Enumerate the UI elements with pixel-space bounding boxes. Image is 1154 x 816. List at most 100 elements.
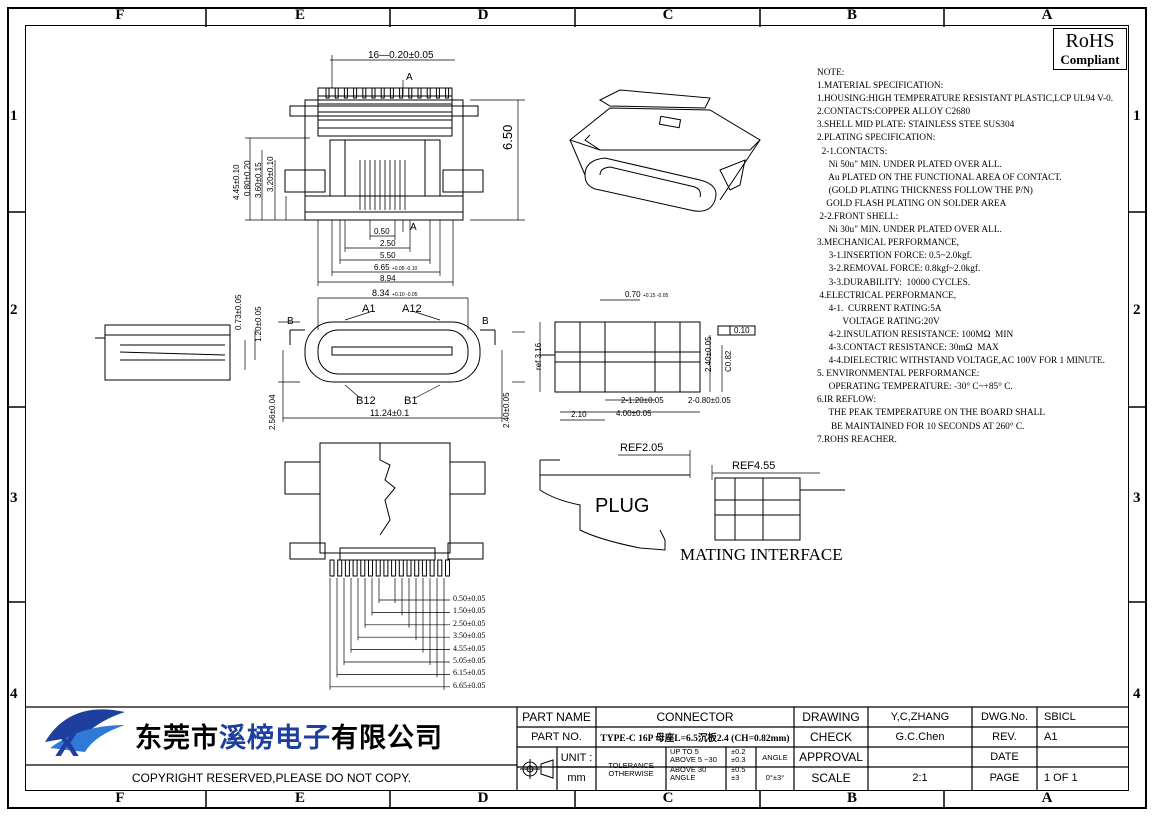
tol-value-3: ±0.5 [731,765,746,774]
company-logo-mark: X [45,709,125,764]
zone-row-3-right: 3 [1133,490,1141,506]
zone-col-D-top: D [477,7,489,23]
note-line: GOLD FLASH PLATING ON SOLDER AREA [817,198,1007,209]
note-line: THE PEAK TEMPERATURE ON THE BOARD SHALL [817,408,1046,419]
bottom-pin [337,559,343,577]
dim-pitch: 16—0.20±0.05 [368,50,434,61]
bottom-pin [391,559,397,577]
top-pin [371,87,376,99]
zone-row-4-left: 4 [10,686,18,702]
note-line: 2.CONTACTS:COPPER ALLOY C2680 [817,107,971,118]
bottom-pin [429,559,435,577]
dwg-no-value: SBICL [1044,711,1076,723]
tol-value-2: ±0.3 [731,755,746,764]
section-marker-A-top: A [406,72,413,83]
drawing-label: DRAWING [802,710,860,724]
rohs-badge: RoHS Compliant [1053,28,1127,70]
pin-label-A12: A12 [402,303,422,315]
note-line: 4-3.CONTACT RESISTANCE: 30mΩ MAX [817,342,999,353]
top-pin [334,87,339,99]
dim-0-70-tol: +0.15 -0.05 [642,293,669,299]
part-no-value: TYPE-C 16P 母座L=6.5沉板2.4 (CH=0.82mm) [600,734,790,744]
zone-col-E-bottom: E [294,790,305,806]
check-value: G.C.Chen [895,731,945,743]
otherwise-text: OTHERWISE [608,769,654,778]
angle-label: ANGLE [762,753,788,762]
tol-range-above-30: ABOVE 30 [670,765,707,774]
mating-title: MATING INTERFACE [680,545,843,564]
zone-col-C-bottom: C [662,790,674,806]
bottom-dim-label: 3.50±0.05 [453,631,486,641]
bottom-pin [398,559,404,577]
section-marker-A-bottom: A [410,222,417,233]
note-line: 7.ROHS REACHER. [817,434,897,445]
top-pin [343,87,348,99]
dim-w-8-94: 8.94 [380,274,396,283]
section-marker-B-left: B [287,316,294,327]
unit-value: mm [567,772,586,784]
scale-label: SCALE [811,771,851,785]
bottom-dim-label: 0.50±0.05 [453,594,486,603]
pin-label-B12: B12 [356,395,376,407]
zone-row-2-left: 2 [10,302,18,318]
unit-label: UNIT : [560,752,593,764]
bottom-pin [421,559,427,577]
top-pin [362,87,367,99]
rev-label: REV. [992,731,1017,743]
tolerance-values: ±0.2 ±0.3 ±0.5 ±3 [731,748,756,782]
approval-label: APPROVAL [799,750,863,764]
dim-2-1-20: 2-1.20±0.05 [621,396,664,405]
bottom-pin [329,559,335,577]
top-pin [353,87,358,99]
dim-2-0-80: 2-0.80±0.05 [688,396,731,405]
top-pin [426,87,431,99]
dim-w-6-65-tol: +0.05 -0.10 [391,266,418,272]
top-pin [445,87,450,99]
bottom-dim-label: 6.15±0.05 [453,668,486,678]
zone-row-3-left: 3 [10,490,18,506]
page-label: PAGE [989,772,1020,784]
drawing-value: Y,C,ZHANG [890,711,950,723]
dim-8-34-value: 8.34 [372,288,390,298]
note-line: 3-3.DURABILITY: 10000 CYCLES. [817,277,971,288]
bottom-pin [414,559,420,577]
dim-8-34: 8.34 +0.10 -0.05 [372,288,417,298]
note-line: 3-2.REMOVAL FORCE: 0.8kgf~2.0kgf. [817,264,981,275]
rev-value: A1 [1044,731,1058,743]
bottom-dim-label: 2.50±0.05 [453,618,486,628]
page-value: 1 OF 1 [1044,772,1078,784]
top-pin [380,87,385,99]
note-line: 2-2.FRONT SHELL: [817,212,899,223]
top-pin [399,87,404,99]
dim-2-10: 2.10 [571,410,587,419]
note-line: 2.PLATING SPECIFICATION: [817,133,936,144]
tolerance-text: TOLERANCE [608,761,654,770]
zone-col-D-bottom: D [477,790,489,806]
tol-range-5-30: ABOVE 5 ~30 [670,755,717,764]
tol-value-1: ±0.2 [731,747,746,756]
note-line: 4.ELECTRICAL PERFORMANCE, [817,290,957,301]
copyright-notice: COPYRIGHT RESERVED,PLEASE DO NOT COPY. [131,770,412,785]
bottom-pin [375,559,381,577]
zone-col-B-bottom: B [846,790,857,806]
pin-label-B1: B1 [404,395,418,407]
bottom-pin [344,559,350,577]
part-name-label: PART NAME [522,710,591,724]
note-line: 2-1.CONTACTS: [817,146,888,157]
tolerance-ranges: UP TO 5 ABOVE 5 ~30 ABOVE 30 ANGLE [670,748,726,782]
dim-flatness: 0.10 [734,326,750,335]
mating-ref-4-55: REF4.55 [732,460,776,472]
note-line: Au PLATED ON THE FUNCTIONAL AREA OF CONT… [817,172,1062,183]
date-value [1040,747,1129,767]
drawing-border [25,25,1129,791]
drawing-frame [7,7,1147,809]
company-name-part1: 东莞市 [135,723,219,753]
note-line: 1.HOUSING:HIGH TEMPERATURE RESISTANT PLA… [817,94,1114,105]
dim-w-0-50: 0.50 [374,227,390,236]
